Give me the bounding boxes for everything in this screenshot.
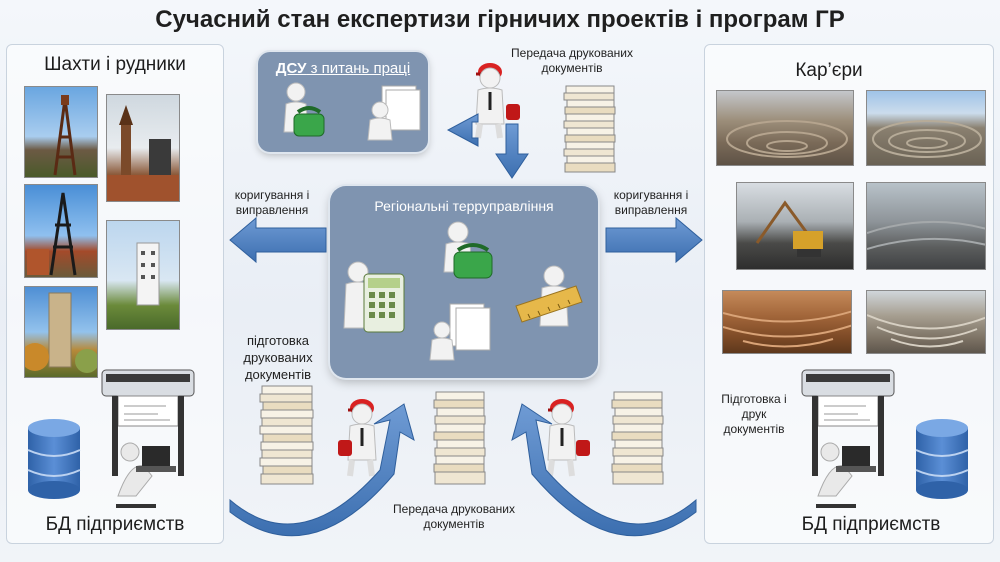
- bottom-transfer-label: Передача друкованих документів: [393, 502, 515, 531]
- database-left-icon: [26, 418, 82, 500]
- quarry-photo-2: [866, 90, 986, 166]
- right-db-label: БД підприємств: [801, 514, 941, 535]
- regional-offices-title: Регіональні терруправління: [374, 198, 554, 214]
- mine-photo-3: [24, 184, 98, 278]
- quarry-photo-3: [736, 182, 854, 270]
- courier-bottom-left-icon: [336, 396, 392, 478]
- dsu-title-abbr: ДСУ: [275, 60, 307, 77]
- document-stack-left-icon: [258, 384, 316, 488]
- dsu-title-rest: з питань праці: [306, 60, 411, 77]
- dsu-title: ДСУ з питань праці: [258, 60, 428, 77]
- arrow-curved-left: [229, 403, 415, 537]
- correction-right-label: коригування і виправлення: [613, 188, 689, 217]
- mines-panel-title: Шахти і рудники: [44, 54, 186, 75]
- right-print-label: Підготовка і друк документів: [721, 392, 787, 436]
- arrow-to-regional: [495, 123, 529, 179]
- database-right-icon: [914, 418, 970, 500]
- top-transfer-label: Передача друкованих документів: [511, 46, 633, 75]
- regional-figures-icon: [338, 218, 592, 374]
- quarry-photo-1: [716, 90, 854, 166]
- quarry-photo-6: [866, 290, 986, 354]
- print-workstation-right-icon: [796, 366, 900, 516]
- document-stack-center-icon: [432, 390, 488, 488]
- arrow-to-quarries: [605, 216, 703, 264]
- mine-photo-4: [106, 220, 180, 330]
- prepare-documents-label: підготовка друкованих документів: [243, 333, 313, 382]
- mine-photo-5: [24, 286, 98, 378]
- quarry-photo-5: [722, 290, 852, 354]
- mine-photo-1: [24, 86, 98, 178]
- document-stack-right-icon: [610, 390, 666, 488]
- correction-left-label: коригування і виправлення: [234, 188, 310, 217]
- left-db-label: БД підприємств: [45, 514, 185, 535]
- dsu-figures-icon: [272, 80, 422, 146]
- courier-bottom-right-icon: [536, 396, 592, 478]
- print-workstation-left-icon: [96, 366, 200, 516]
- page-title: Сучасний стан експертизи гірничих проект…: [155, 6, 845, 33]
- courier-top-icon: [466, 58, 524, 140]
- arrow-to-mines: [229, 216, 327, 264]
- mine-photo-2: [106, 94, 180, 202]
- arrow-curved-right: [511, 403, 697, 537]
- arrow-to-dsu: [446, 113, 479, 147]
- document-stack-top-icon: [562, 82, 618, 176]
- quarry-photo-4: [866, 182, 986, 270]
- quarries-panel-title: Кар’єри: [795, 60, 863, 81]
